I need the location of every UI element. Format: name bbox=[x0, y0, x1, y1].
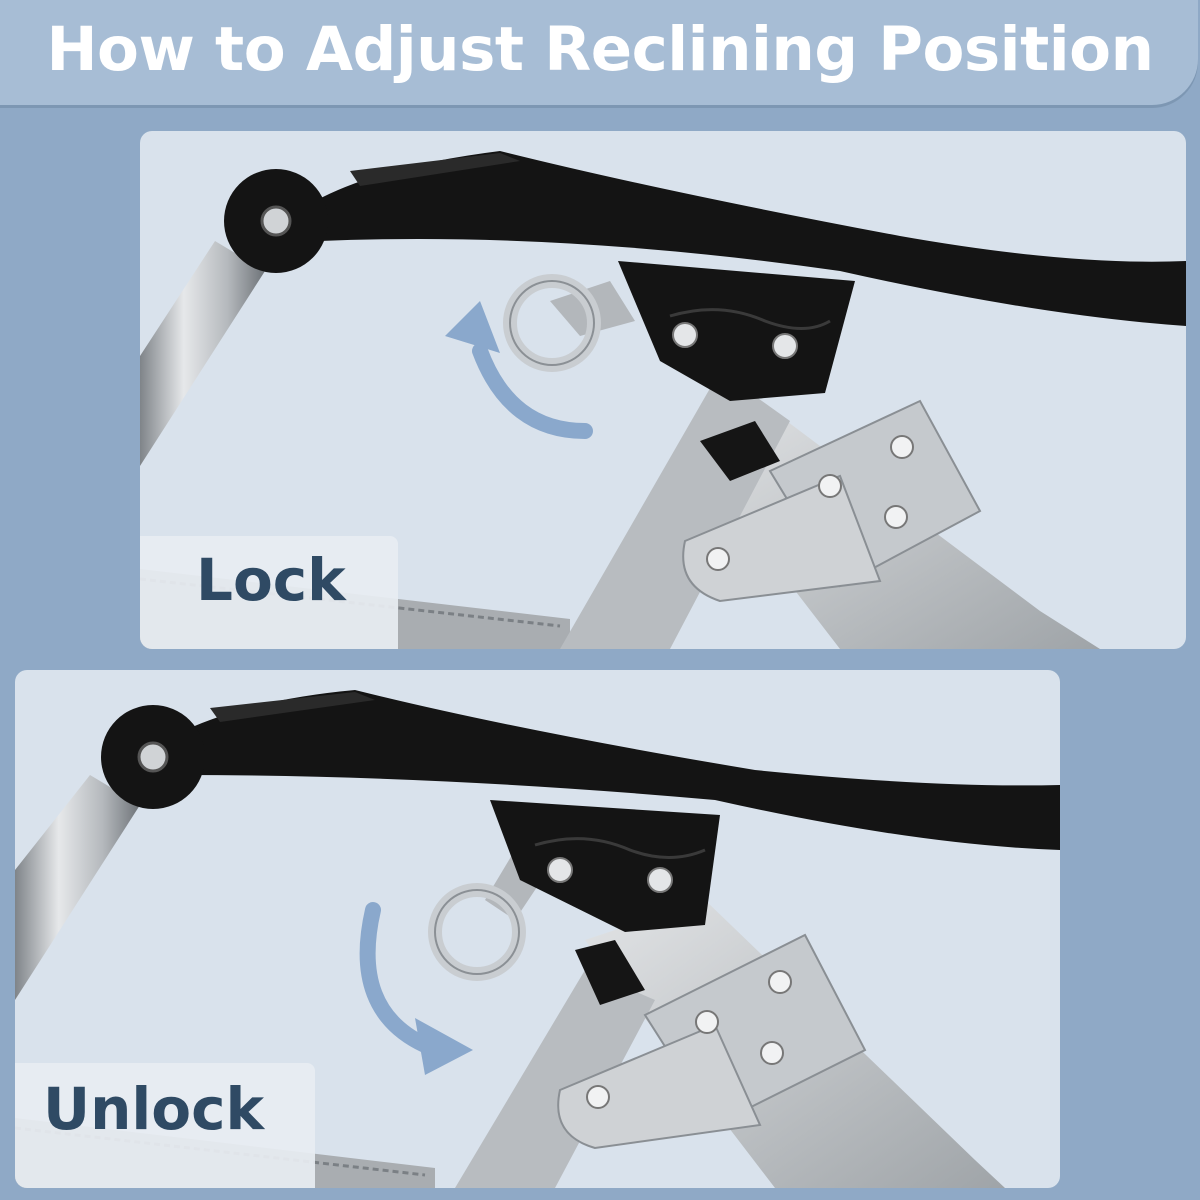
lock-label: Lock bbox=[196, 546, 346, 614]
lock-mechanism-illustration bbox=[140, 151, 1186, 649]
rear-leg-tube bbox=[455, 970, 655, 1188]
unlock-panel: Unlock bbox=[15, 670, 1060, 1188]
hinge-screw-icon bbox=[260, 205, 292, 237]
lock-panel: Lock bbox=[140, 131, 1186, 649]
lock-label-box bbox=[140, 536, 398, 649]
page-title: How to Adjust Reclining Position bbox=[46, 14, 1155, 85]
armrest-tube bbox=[15, 775, 140, 1000]
rotate-down-arrow-icon bbox=[359, 902, 433, 1053]
bracket-rivet-icon bbox=[547, 857, 573, 883]
title-banner bbox=[0, 0, 1198, 105]
bracket-screw-icon bbox=[647, 867, 673, 893]
lock-bracket bbox=[618, 261, 855, 401]
bracket-rivet-icon bbox=[672, 322, 698, 348]
armrest bbox=[315, 151, 1186, 326]
unlock-label: Unlock bbox=[43, 1075, 265, 1143]
lock-bracket bbox=[490, 800, 720, 932]
armrest-tube bbox=[140, 241, 265, 466]
armrest bbox=[175, 690, 1060, 850]
unlock-mechanism-illustration bbox=[15, 690, 1060, 1188]
hinge-screw-icon bbox=[137, 741, 169, 773]
rotate-up-arrow-icon bbox=[472, 343, 593, 439]
bracket-screw-icon bbox=[772, 333, 798, 359]
lower-metal-plate bbox=[557, 1023, 762, 1150]
lower-metal-plate bbox=[682, 474, 882, 603]
unlock-label-box bbox=[15, 1063, 315, 1188]
